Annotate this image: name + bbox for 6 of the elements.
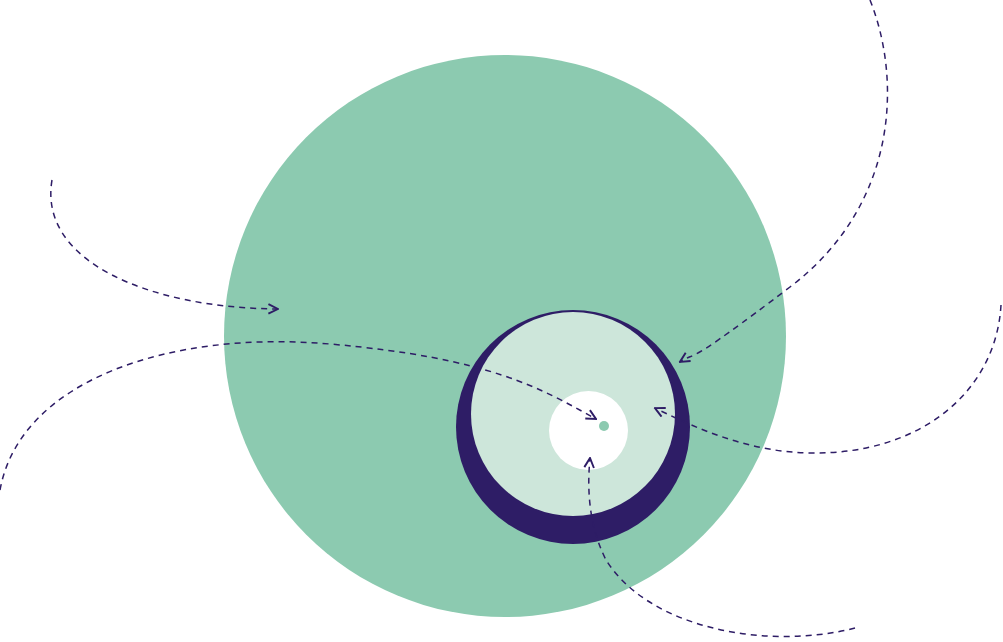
- dashed-arrow: [583, 457, 856, 638]
- dashed-arrow: [654, 304, 1002, 454]
- center-dot: [599, 421, 609, 431]
- dashed-arrow: [678, 0, 889, 363]
- dashed-arrow: [50, 179, 279, 315]
- dashed-arrow: [0, 341, 597, 491]
